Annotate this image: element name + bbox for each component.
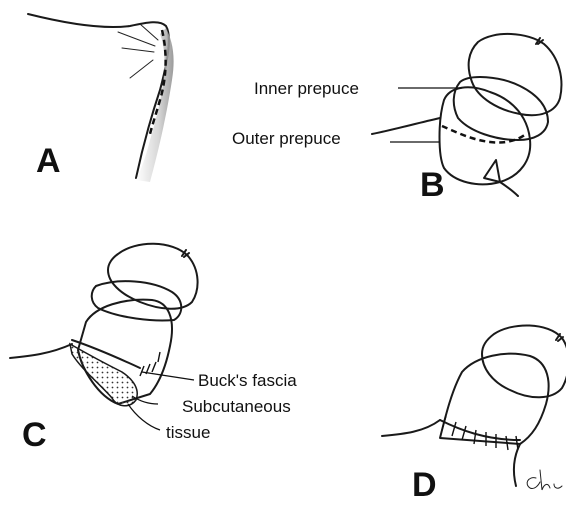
panel-d-suture-line: [440, 420, 520, 440]
panel-c: Buck's fascia Subcutaneous tissue C: [10, 244, 297, 454]
panel-d: D: [382, 325, 566, 504]
panel-c-subcutaneous-tissue: [70, 344, 137, 406]
panel-b-ventral-line: [500, 182, 518, 196]
panel-b-slit: [484, 160, 500, 182]
panel-c-body-skin: [10, 344, 72, 358]
panel-a: A: [28, 14, 174, 182]
panel-c-letter: C: [22, 416, 47, 454]
panel-c-leader-fascia: [142, 372, 194, 380]
panel-b-label-outer-prepuce: Outer prepuce: [232, 129, 341, 148]
panel-c-label-bucks-fascia: Buck's fascia: [198, 371, 297, 390]
panel-d-letter: D: [412, 466, 437, 504]
panel-c-label-subcutaneous: Subcutaneous: [182, 397, 291, 416]
panel-d-shaft: [440, 354, 549, 444]
panel-c-label-tissue: tissue: [166, 423, 210, 442]
panel-b-label-inner-prepuce: Inner prepuce: [254, 79, 359, 98]
panel-b-glans: [469, 34, 562, 115]
panel-d-body-skin: [382, 420, 440, 436]
panel-d-sutures: [442, 416, 518, 450]
panel-b-letter: B: [420, 166, 445, 204]
panel-a-skin-lines: [118, 24, 158, 78]
panel-a-letter: A: [36, 142, 61, 180]
panel-d-signature-mark: [527, 470, 562, 490]
panel-d-ventral-line: [514, 444, 520, 486]
panel-d-meatus: [556, 334, 563, 341]
panel-b-body-skin: [372, 118, 440, 134]
panel-c-leader-tissue: [128, 404, 160, 430]
panel-b: Inner prepuce Outer prepuce B: [232, 34, 561, 204]
panel-d-glans: [482, 325, 566, 397]
